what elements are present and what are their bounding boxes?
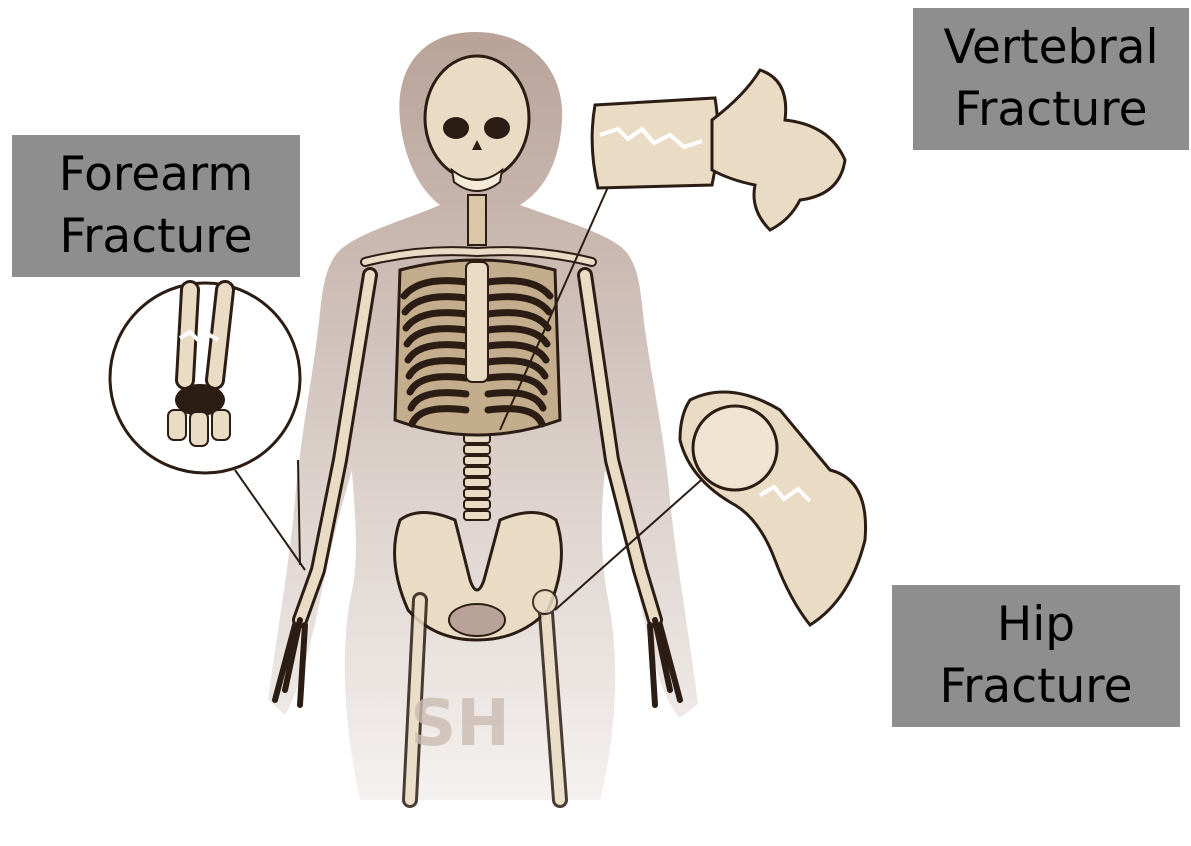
forearm-label-line2: Fracture [59, 206, 253, 268]
vertebra [464, 445, 490, 454]
vertebra [464, 511, 490, 520]
vertebra [464, 489, 490, 498]
vertebra-detail [592, 70, 845, 230]
vertebra [464, 500, 490, 509]
vertebral-label-line1: Vertebral [943, 17, 1158, 79]
hip-fracture-label: Hip Fracture [892, 585, 1180, 727]
hip-label-line2: Fracture [939, 656, 1132, 718]
hip-label-line1: Hip [939, 594, 1132, 656]
vertebral-label-line2: Fracture [943, 79, 1158, 141]
vertebra [464, 478, 490, 487]
watermark-logo: SH [410, 687, 510, 761]
vertebra [464, 467, 490, 476]
hip-detail [680, 392, 866, 625]
forearm-label-line1: Forearm [59, 144, 253, 206]
forearm-detail-inset [110, 283, 300, 473]
forearm-fracture-label: Forearm Fracture [12, 135, 300, 277]
vertebral-fracture-label: Vertebral Fracture [913, 8, 1189, 150]
rib-cage [395, 260, 560, 435]
vertebra [464, 456, 490, 465]
